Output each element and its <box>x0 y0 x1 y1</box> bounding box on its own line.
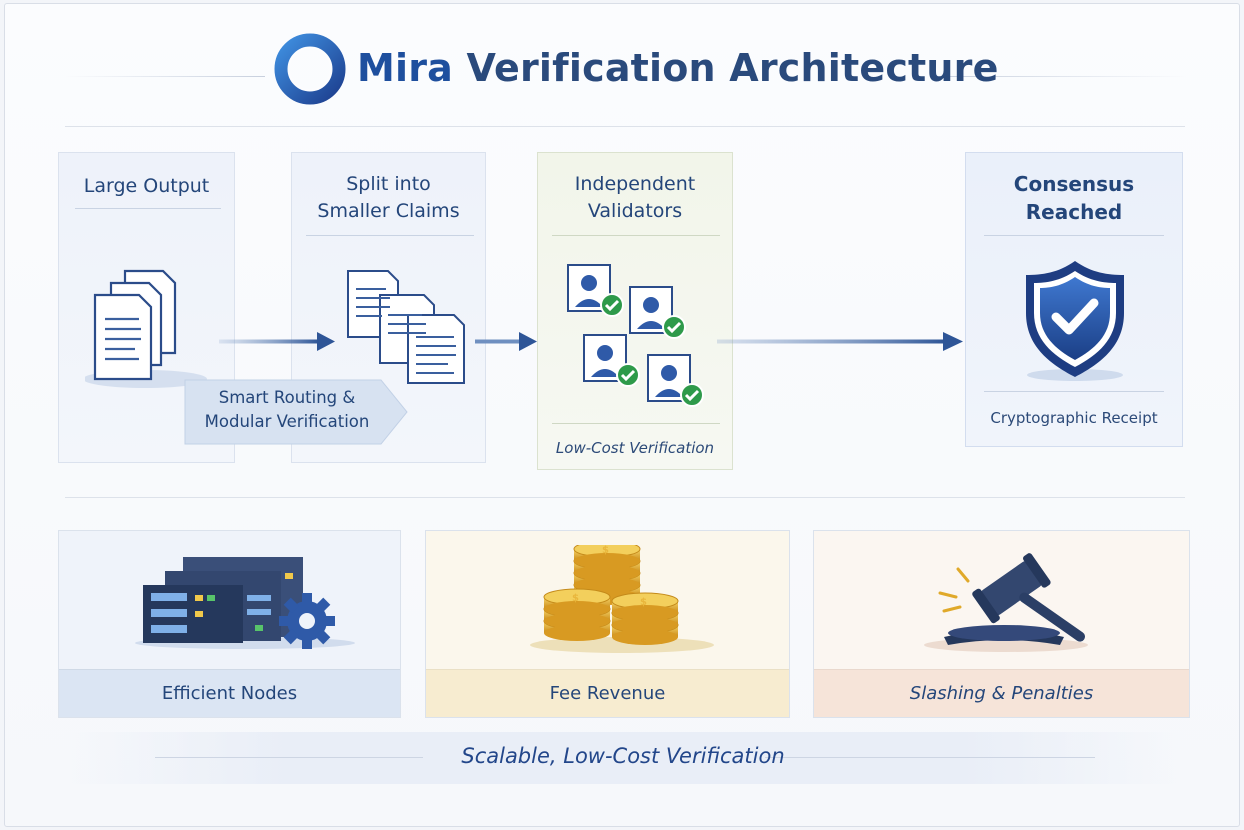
footer-rule-left <box>155 757 423 758</box>
card-label: Efficient Nodes <box>59 669 400 717</box>
coin-stack-icon: $ $ $ <box>530 545 714 653</box>
card-label: Fee Revenue <box>426 669 789 717</box>
split-documents-icon <box>347 270 465 384</box>
stage-title-line2: Smaller Claims <box>317 200 460 222</box>
stage-rule-bottom <box>552 423 720 424</box>
routing-callout: Smart Routing & Modular Verification <box>183 386 391 434</box>
card-slashing-penalties: Slashing & Penalties <box>813 530 1190 718</box>
card-label: Slashing & Penalties <box>814 669 1189 717</box>
documents-icon <box>85 269 207 388</box>
flow-arrow <box>717 332 963 351</box>
validators-icon <box>566 263 705 408</box>
stage-consensus: Consensus Reached Cryptographic Receipt <box>965 152 1183 447</box>
stage-rule <box>984 235 1164 236</box>
header: Mira Verification Architecture <box>5 32 1241 112</box>
footer-tagline: Scalable, Low-Cost Verification <box>461 744 785 768</box>
svg-text:$: $ <box>572 593 579 604</box>
stage-title: Large Output <box>83 175 210 197</box>
callout-line1: Smart Routing & <box>218 388 356 407</box>
diagram-canvas: Mira Verification Architecture Large Out… <box>4 3 1240 827</box>
footer-band <box>60 732 1188 784</box>
stage-title-line2: Validators <box>587 200 683 222</box>
stage-title-line1: Split into <box>346 173 431 195</box>
brand-name: Mira <box>357 46 454 90</box>
routing-callout-shape <box>184 379 408 445</box>
svg-text:$: $ <box>640 597 647 608</box>
stage-rule <box>306 235 474 236</box>
footer-rule-right <box>765 757 1095 758</box>
gavel-icon <box>924 553 1088 652</box>
shield-check-icon <box>1026 261 1124 381</box>
title-rule-right <box>937 76 1187 77</box>
title-rule-left <box>65 76 265 77</box>
title-text: Verification Architecture <box>466 46 999 90</box>
card-efficient-nodes: Efficient Nodes <box>58 530 401 718</box>
stage-title-line1: Consensus <box>1013 172 1135 196</box>
card-fee-revenue: $ $ $ Fee Revenue <box>425 530 790 718</box>
stage-title-line2: Reached <box>1025 200 1123 224</box>
stage-rule <box>75 208 221 209</box>
stage-rule <box>552 235 720 236</box>
mira-logo-icon <box>274 33 346 105</box>
stage-caption: Cryptographic Receipt <box>990 409 1158 427</box>
svg-text:$: $ <box>602 545 609 556</box>
flow-arrow <box>219 332 335 351</box>
stage-caption: Low-Cost Verification <box>555 439 715 457</box>
flow-arrow <box>475 332 537 351</box>
stage-rule-bottom <box>984 391 1164 392</box>
stage-title-line1: Independent <box>574 173 696 195</box>
divider-top <box>65 126 1185 127</box>
server-gear-icon <box>135 557 355 649</box>
stage-validators: Independent Validators Low-Cost Verifica… <box>537 152 733 470</box>
divider-middle <box>65 497 1185 498</box>
page-title: Mira Verification Architecture <box>357 46 999 90</box>
callout-line2: Modular Verification <box>204 412 370 431</box>
